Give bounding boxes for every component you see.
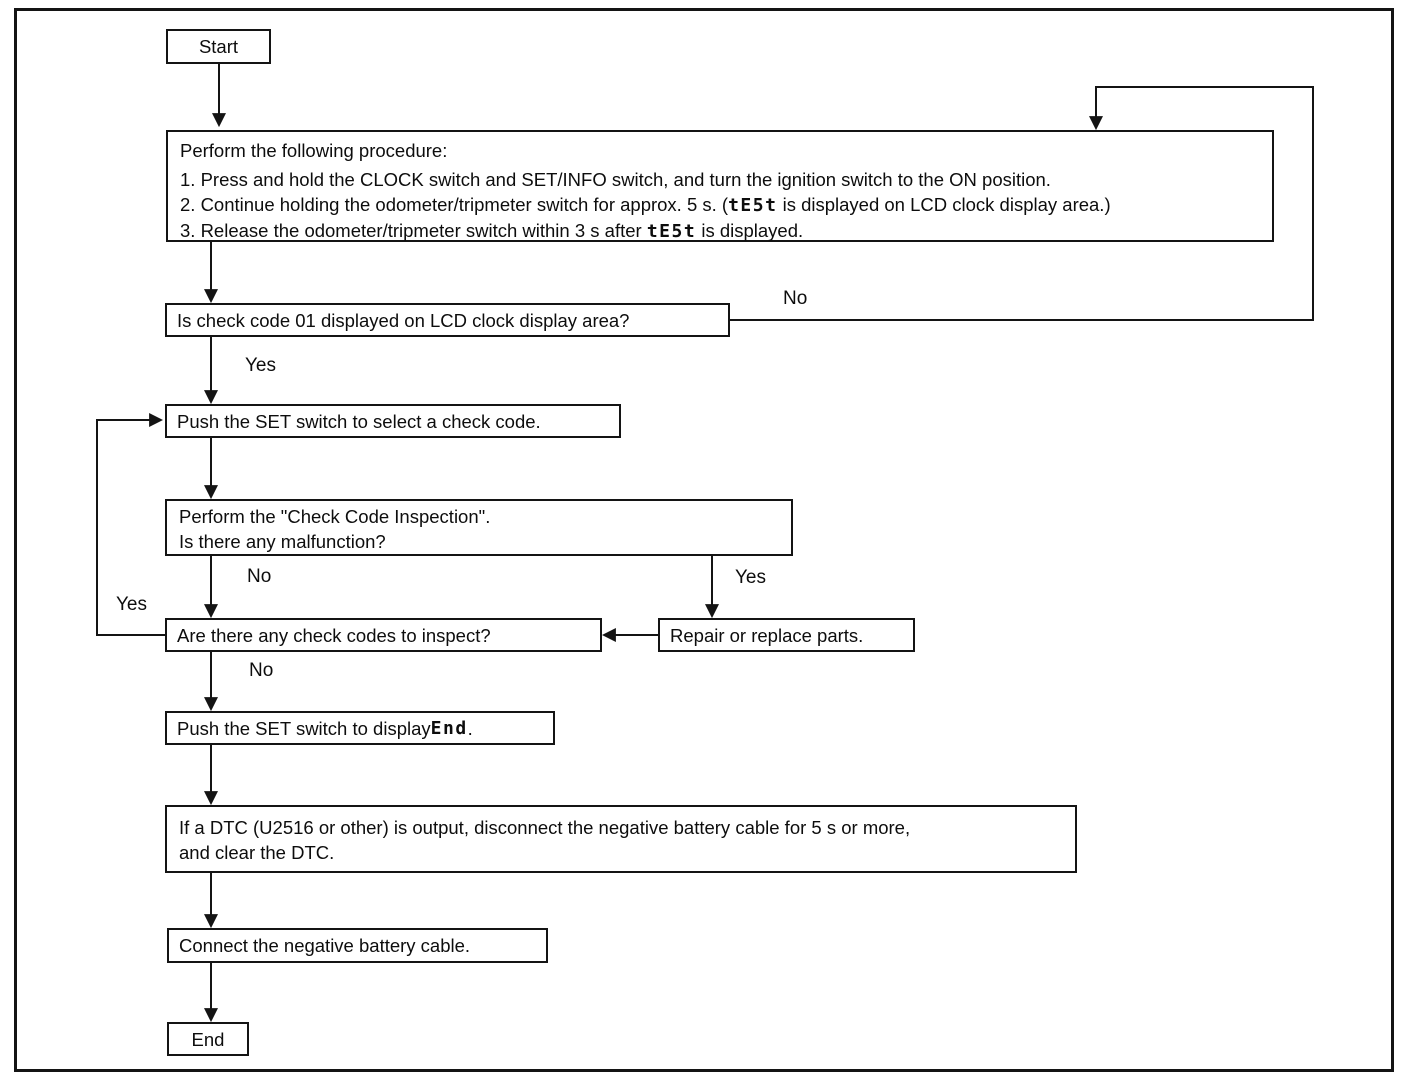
node-start: Start bbox=[166, 29, 271, 64]
node-connect-battery: Connect the negative battery cable. bbox=[167, 928, 548, 963]
lcd-test-display: tE5t bbox=[646, 221, 697, 242]
node-dtc-clear: If a DTC (U2516 or other) is output, dis… bbox=[165, 805, 1077, 873]
node-push-set-select: Push the SET switch to select a check co… bbox=[165, 404, 621, 438]
dtc-line-1: If a DTC (U2516 or other) is output, dis… bbox=[179, 817, 911, 838]
node-procedure: Perform the following procedure: 1. Pres… bbox=[166, 130, 1274, 242]
inspection-line-2: Is there any malfunction? bbox=[179, 531, 386, 552]
edge-label-malfunction-no: No bbox=[247, 566, 272, 587]
node-start-label: Start bbox=[198, 36, 239, 57]
dtc-line-2: and clear the DTC. bbox=[179, 842, 335, 863]
edge-label-more-codes-yes: Yes bbox=[116, 594, 147, 615]
edge-label-more-codes-no: No bbox=[249, 660, 274, 681]
node-repair: Repair or replace parts. bbox=[658, 618, 915, 652]
procedure-step-2: 2. Continue holding the odometer/tripmet… bbox=[180, 194, 1111, 216]
edge-more-codes-yes-loop bbox=[96, 413, 165, 636]
procedure-step-1: 1. Press and hold the CLOCK switch and S… bbox=[180, 169, 1051, 190]
node-check-code-01-question: Is check code 01 displayed on LCD clock … bbox=[165, 303, 730, 337]
procedure-step-3: 3. Release the odometer/tripmeter switch… bbox=[180, 220, 804, 242]
lcd-test-display: tE5t bbox=[728, 195, 778, 216]
node-end: End bbox=[167, 1022, 249, 1056]
edge-check01-no-loop bbox=[730, 86, 1314, 321]
node-more-codes-question: Are there any check codes to inspect? bbox=[165, 618, 602, 652]
edge-label-check01-yes: Yes bbox=[245, 355, 276, 376]
node-push-set-display-end: Push the SET switch to display End . bbox=[165, 711, 555, 745]
edge-label-check01-no: No bbox=[783, 288, 808, 309]
node-check-code-inspection: Perform the "Check Code Inspection". Is … bbox=[165, 499, 793, 556]
node-end-label: End bbox=[191, 1028, 225, 1050]
inspection-line-1: Perform the "Check Code Inspection". bbox=[179, 506, 491, 527]
procedure-intro: Perform the following procedure: bbox=[180, 140, 448, 161]
page-border bbox=[14, 8, 1394, 1072]
lcd-end-display: End bbox=[430, 717, 468, 739]
edge-label-malfunction-yes: Yes bbox=[735, 567, 766, 588]
